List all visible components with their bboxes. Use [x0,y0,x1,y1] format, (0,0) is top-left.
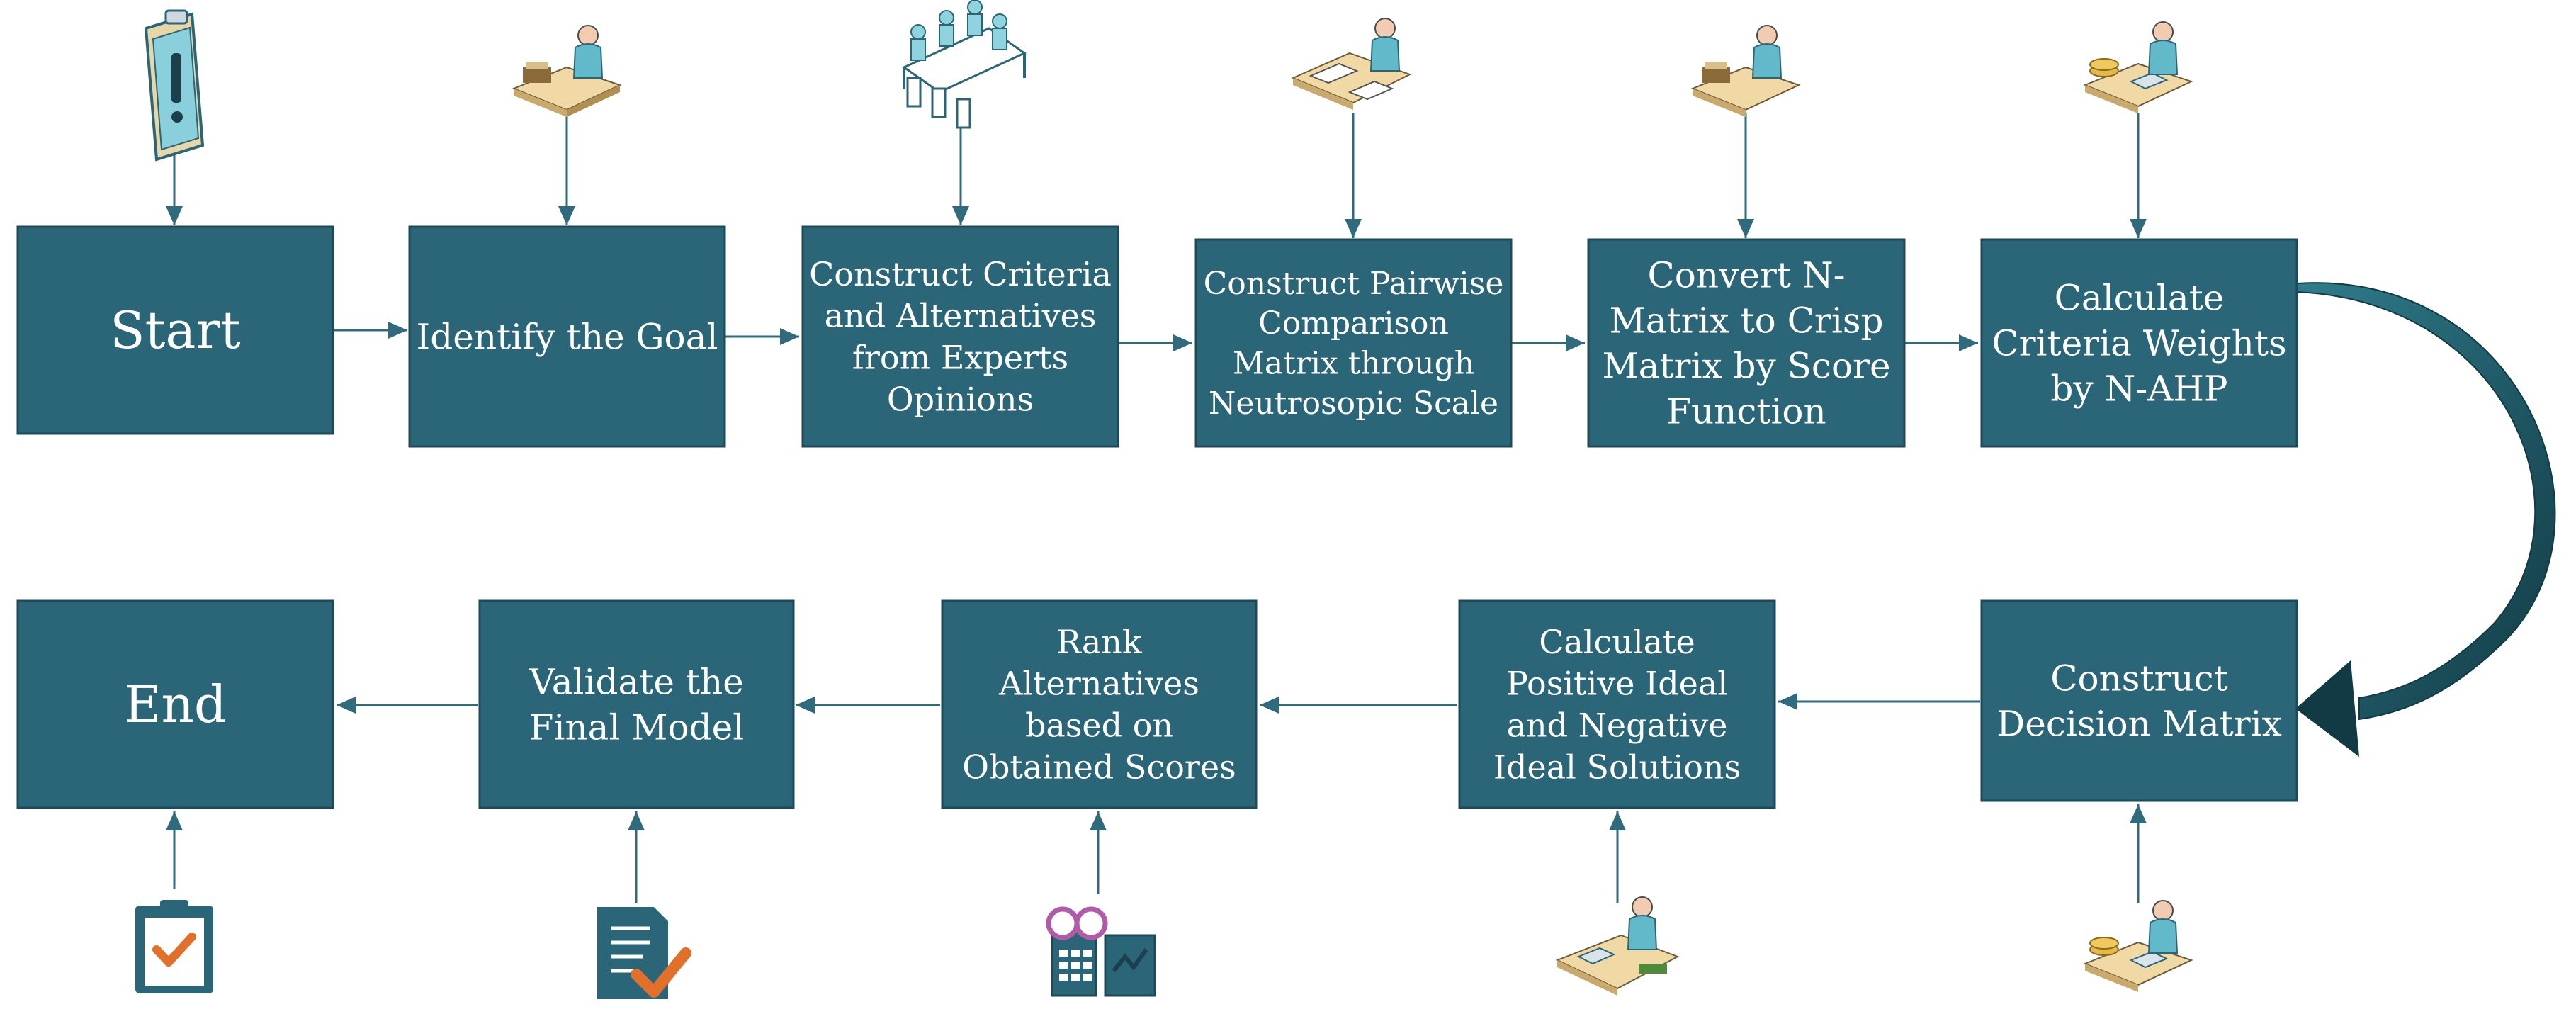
step-label-line: Rank [1056,623,1143,661]
step-box-shape [16,225,334,435]
step-box-criteria: Construct Criteria and Alternatives from E… [801,225,1119,448]
step-label-line: Start [110,300,241,360]
step-label-line: and Alternatives [825,297,1097,335]
person-at-desk-icon [512,25,622,117]
clipboard-alert-icon [144,9,205,162]
person-at-desk-icon [1690,25,1801,117]
step-label-line: Matrix through [1233,346,1474,382]
step-label-line: Alternatives [998,665,1199,703]
step-label-line: Construct Pairwise [1204,266,1504,302]
document-check-icon [597,907,691,999]
step-label-line: Matrix to Crisp [1610,300,1884,342]
step-box-shape [1980,238,2298,448]
step-label-line: Obtained Scores [962,748,1236,786]
clipboard-check-icon [135,900,213,993]
step-label-line: Function [1666,391,1826,432]
step-box-goal: Identify the Goal [408,225,726,448]
step-label-line: Comparison [1258,305,1449,342]
step-box-shape [941,599,1258,809]
step-label-line: by N-AHP [2050,368,2227,410]
connectors [166,113,2147,903]
step-label-line: Validate the [529,662,744,703]
curved-arrow [2295,282,2556,757]
person-with-calculator-icon [2083,21,2193,113]
step-label-line: based on [1025,706,1173,745]
person-with-calculator-icon [2083,900,2193,992]
step-label-line: and Negative [1507,706,1728,745]
step-box-shape [1458,599,1776,809]
step-label-line: Calculate [1539,623,1695,661]
step-box-shape [478,599,795,809]
step-label-line: Decision Matrix [1996,704,2282,745]
step-box-shape [1980,599,2298,802]
step-label-line: Calculate [2055,278,2225,319]
step-box-shape [1587,238,1906,448]
step-box-end: End [16,599,334,809]
binoculars-chart-icon [1046,906,1156,997]
person-with-calculator-icon [1555,896,1680,996]
step-label-line: Identify the Goal [417,317,718,358]
step-label-line: Construct Criteria [809,255,1112,293]
step-label-line: Criteria Weights [1992,323,2286,364]
step-label-line: End [124,675,227,734]
step-label-line: Final Model [529,707,744,748]
step-label-line: Neutrosopic Scale [1209,385,1498,422]
step-label-line: Construct [2050,658,2228,699]
step-box-shape [16,599,334,809]
step-box-shape [801,225,1119,448]
step-box-shape [1194,238,1513,448]
step-label-line: Positive Ideal [1506,665,1728,703]
step-box-start: Start [16,225,334,435]
step-label-line: from Experts [852,339,1068,377]
step-label-line: Ideal Solutions [1493,748,1741,786]
step-label-line: Opinions [887,380,1034,418]
meeting-table-icon [901,0,1027,129]
step-box-shape [408,225,726,448]
step-label-line: Matrix by Score [1602,346,1890,387]
icons [135,0,2193,999]
step-label-line: Convert N- [1648,255,1846,296]
person-with-papers-icon [1291,18,1412,110]
